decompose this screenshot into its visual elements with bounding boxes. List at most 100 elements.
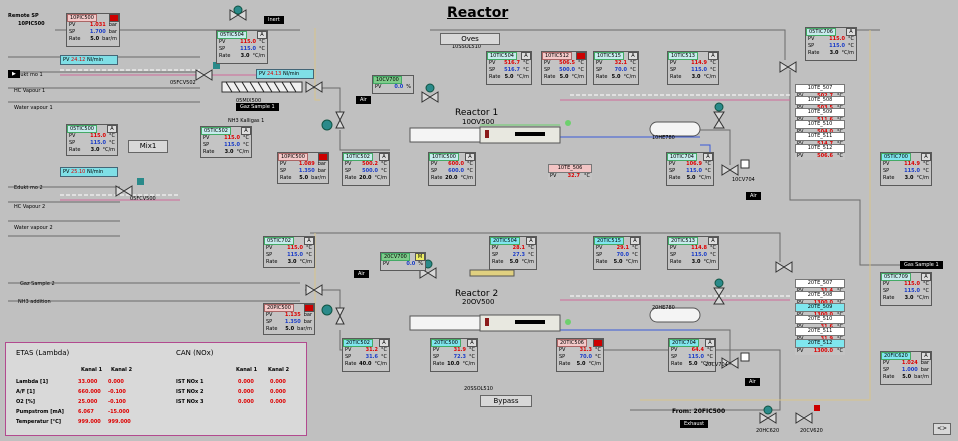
rate-unit: bar/m <box>914 374 929 380</box>
cv20-tag: 20CV700 <box>381 253 410 261</box>
sp-label: SP <box>808 43 815 49</box>
sp-label: SP <box>219 46 226 52</box>
te-label: 20TE_509 <box>795 303 845 312</box>
sp-value: 115.0 <box>287 252 303 258</box>
sp-unit: bar <box>303 319 312 325</box>
sp-label: SP <box>559 354 566 360</box>
pv-label: PV <box>219 39 226 45</box>
rate-value: 20.0 <box>359 175 372 181</box>
rate-label: Rate <box>883 175 895 181</box>
sp-value: 115.0 <box>691 67 707 73</box>
sp-unit: bar <box>108 29 117 35</box>
pv-label: PV <box>671 347 678 353</box>
inert-arrow: Inert <box>264 16 284 24</box>
sp-label: SP <box>69 29 76 35</box>
rate-unit: °C/m <box>374 175 387 181</box>
rate-unit: °C/m <box>623 74 636 80</box>
etas-row-k1: 6.067 <box>78 409 94 415</box>
pv-unit: °C <box>259 39 265 45</box>
sp-label: SP <box>492 252 499 258</box>
can-k2: Kanal 2 <box>268 367 290 373</box>
rate-value: 10.0 <box>447 361 460 367</box>
sp-label: SP <box>203 142 210 148</box>
te-label: 10TE_511 <box>795 132 845 141</box>
faceplate-tag: 20PIC500 <box>264 304 294 312</box>
sp-unit: °C <box>923 168 929 174</box>
etas-row-k2: -15.000 <box>108 409 130 415</box>
faceplate-tag: 20TIC513 <box>668 237 698 245</box>
faceplate-tag: 20TIC500 <box>431 339 461 347</box>
rate-label: Rate <box>596 259 608 265</box>
rate-label: Rate <box>69 36 81 42</box>
pv-label: PV <box>883 161 890 167</box>
reactor1-tag: 10OV500 <box>462 118 495 126</box>
etas-can-panel: ETAS (Lambda) CAN (NOx) Kanal 1 Kanal 2 … <box>5 342 307 436</box>
pv-label: PV <box>203 135 210 141</box>
cv704b-label: 20CV704 <box>705 362 728 368</box>
sp-label: SP <box>266 252 273 258</box>
sp-value: 31.6 <box>365 354 378 360</box>
oves-button[interactable]: Oves <box>440 33 500 45</box>
reactor1-label: Reactor 1 <box>455 108 499 118</box>
air1-arrow: Air <box>356 96 371 104</box>
nox-row-k2: 0.000 <box>270 379 286 385</box>
sp-unit: °C <box>630 67 636 73</box>
gaz-sample1-arrow: Gaz Sample 1 <box>236 103 279 111</box>
nox-row-label: IST NOx 3 <box>176 399 204 405</box>
pv-value: 29.1 <box>616 245 629 251</box>
bypass-button[interactable]: Bypass <box>480 395 532 407</box>
pv-unit: °C <box>469 347 475 353</box>
pv-label: PV <box>266 245 273 251</box>
faceplate-tag: 05TIC502 <box>201 127 231 135</box>
rate-unit: °C/m <box>460 175 473 181</box>
faceplate-mode: A <box>467 339 477 347</box>
cv704-label: 10CV704 <box>732 177 755 183</box>
rate-unit: bar/m <box>297 326 312 332</box>
nav-arrows-button[interactable]: <> <box>933 423 951 435</box>
sp-value: 70.0 <box>616 252 629 258</box>
pv-value: 1.135 <box>284 312 301 318</box>
faceplate-mode <box>318 153 328 161</box>
faceplate-mode: A <box>921 153 931 161</box>
mix1-button[interactable]: Mix1 <box>128 140 168 153</box>
sp-value: 600.0 <box>448 168 464 174</box>
faceplate-mode: A <box>705 339 715 347</box>
exhaust-arrow: Exhaust <box>680 420 709 428</box>
pv-unit: bar <box>317 161 326 167</box>
rate-label: Rate <box>669 175 681 181</box>
nox-row-k1: 0.000 <box>238 389 254 395</box>
sp-label: SP <box>883 288 890 294</box>
pv-label: PV <box>69 22 76 28</box>
cv502-label: 05FCV502 <box>170 80 196 86</box>
